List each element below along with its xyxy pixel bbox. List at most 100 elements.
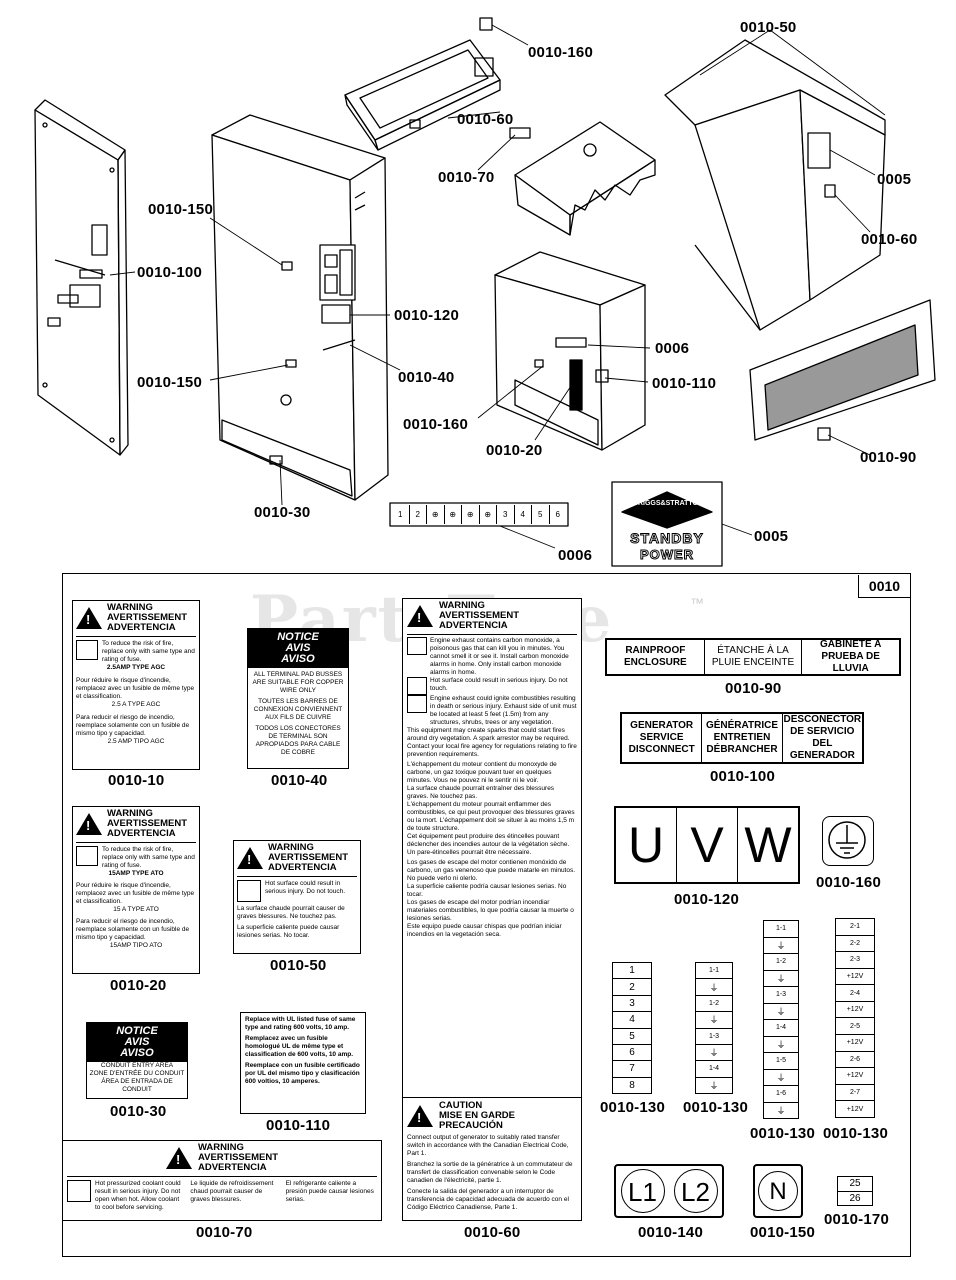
- terminal-cell: 5: [532, 505, 550, 524]
- terminal-label: 2-6: [836, 1052, 874, 1069]
- callout-0010-90: 0010-90: [860, 449, 917, 466]
- text-p11: Los gases de escape del motor podrían in…: [407, 899, 574, 922]
- code-0010-100: 0010-100: [710, 768, 775, 785]
- exhaust-hazard-icon: [407, 637, 427, 655]
- phase-v: V: [677, 808, 738, 882]
- hdr: AVISO: [281, 653, 315, 665]
- callout-0010-20: 0010-20: [486, 442, 543, 459]
- terminal-label: 1-3: [696, 1029, 732, 1045]
- code-0010-130-d: 0010-130: [823, 1125, 888, 1142]
- decal-0010-100: GENERATOR SERVICE DISCONNECT GÉNÉRATRICE…: [620, 712, 864, 764]
- callout-0010-110: 0010-110: [652, 375, 717, 392]
- text-fr: Le liquide de refroidissement chaud pour…: [190, 1180, 274, 1203]
- terminal-label: 1-2: [696, 996, 732, 1013]
- rear-shroud: [664, 39, 886, 331]
- code-0010-40: 0010-40: [271, 772, 328, 789]
- code-0010-170: 0010-170: [824, 1211, 889, 1228]
- terminal-label: ⏚: [764, 1070, 798, 1086]
- hot-coolant-icon: [67, 1180, 91, 1202]
- decal-0010-130-b: 1-1 ⏚ 1-2 ⏚ 1-3 ⏚ 1-4 ⏚: [695, 962, 733, 1094]
- decal-0010-110: Replace with UL listed fuse of same type…: [240, 1012, 366, 1114]
- text-p6: La surface chaude pourrait entraîner des…: [407, 785, 555, 800]
- warning-triangle-icon: [165, 1147, 192, 1169]
- callout-0010-40: 0010-40: [398, 369, 455, 386]
- code-0010-130-a: 0010-130: [600, 1099, 665, 1116]
- hdr: ADVERTENCIA: [107, 828, 176, 839]
- decal-0010-160: [822, 816, 874, 866]
- text-p8: Cet équipement peut produire des étincel…: [407, 833, 570, 856]
- grille-panel: [749, 299, 936, 441]
- text-en: Hot surface could result in serious inju…: [265, 880, 346, 895]
- code-0010-120: 0010-120: [674, 891, 739, 908]
- text-es: La superficie caliente puede causar lesi…: [237, 924, 340, 939]
- text-es2: 2.5 AMP TIPO AGC: [107, 738, 165, 745]
- code-0010-130-b: 0010-130: [683, 1099, 748, 1116]
- text-p4: This equipment may create sparks that co…: [407, 727, 577, 758]
- terminal-label: ⏚: [764, 1037, 798, 1053]
- terminal-strip: 1 2 ⊕ ⊕ ⊕ ⊕ 3 4 5 6: [392, 505, 566, 524]
- hdr: WARNING: [197, 1142, 244, 1153]
- terminal-label: 26: [849, 1192, 861, 1204]
- terminal-label: 2-5: [836, 1018, 874, 1036]
- cell-en: RAINPROOF ENCLOSURE: [607, 640, 705, 674]
- decal-0010-120: U V W: [614, 806, 800, 884]
- terminal-label: 2-3: [836, 952, 874, 969]
- text-fr: Remplacez avec un fusible homologué UL d…: [245, 1035, 354, 1058]
- terminal-cell: 3: [497, 505, 515, 524]
- text-es: El refrigerante caliente a presión puede…: [285, 1180, 374, 1203]
- hdr: NOTICE: [116, 1025, 158, 1037]
- terminal-label: +12V: [836, 1068, 874, 1085]
- code-0010-30: 0010-30: [110, 1103, 167, 1120]
- code-0010-140: 0010-140: [638, 1224, 703, 1241]
- caution-triangle-icon: [407, 1105, 433, 1127]
- hdr: NOTICE: [277, 631, 319, 643]
- text-fr: La surface chaude pourrait causer de gra…: [237, 905, 345, 920]
- terminal-label: 1: [613, 963, 651, 980]
- terminal-cell: ⊕: [480, 505, 497, 524]
- phase-u: U: [616, 808, 677, 882]
- cell-fr: GÉNÉRATRICE ENTRETIEN DÉBRANCHER: [702, 714, 783, 762]
- text-fr: Pour réduire le risque d'incendie, rempl…: [76, 677, 195, 700]
- fire-hazard-icon: [76, 846, 98, 866]
- callout-0010-160-mid: 0010-160: [403, 416, 468, 433]
- terminal-label: ⏚: [764, 971, 798, 987]
- ground-icon: [828, 821, 866, 859]
- text-en2: 2.5AMP TYPE AGC: [106, 664, 166, 671]
- text-es: Reemplace con un fusible certificado por…: [245, 1062, 360, 1085]
- hdr: MISE EN GARDE: [439, 1110, 516, 1121]
- terminal-label: ⏚: [776, 1105, 786, 1116]
- standby-logo-frame: [611, 481, 723, 567]
- callout-0010-150-b: 0010-150: [137, 374, 202, 391]
- warning-triangle-icon: [76, 607, 102, 629]
- hdr: WARNING: [268, 842, 314, 853]
- callout-0006-top: 0006: [655, 340, 690, 357]
- kit-code-box: 0010: [858, 575, 910, 598]
- top-frame: [344, 17, 501, 151]
- text-p5: L'échappement du moteur contient du mono…: [407, 761, 557, 784]
- terminal-label: ⏚: [696, 1045, 732, 1062]
- text-c1: Connect output of generator to suitably …: [407, 1134, 569, 1157]
- terminal-label: 4: [613, 1012, 651, 1029]
- decal-0010-170: 25 26: [837, 1176, 873, 1206]
- terminal-label: 2-7: [836, 1085, 874, 1102]
- line-l1: L1: [620, 1169, 665, 1213]
- code-0010-60: 0010-60: [464, 1224, 521, 1241]
- terminal-label: 1-4: [764, 1020, 798, 1037]
- text-p7: L'échappement du moteur pourrait enflamm…: [407, 801, 575, 832]
- terminal-label: 6: [613, 1045, 651, 1062]
- text-en: Hot pressurized coolant could result in …: [95, 1180, 181, 1211]
- terminal-cell: 1: [392, 505, 410, 524]
- hdr: WARNING: [107, 808, 153, 819]
- text-es: Para reducir el riesgo de incendio, reem…: [76, 714, 190, 737]
- text-es: ÁREA DE ENTRADA DE CONDUIT: [101, 1078, 173, 1093]
- terminal-label: ⏚: [696, 979, 732, 996]
